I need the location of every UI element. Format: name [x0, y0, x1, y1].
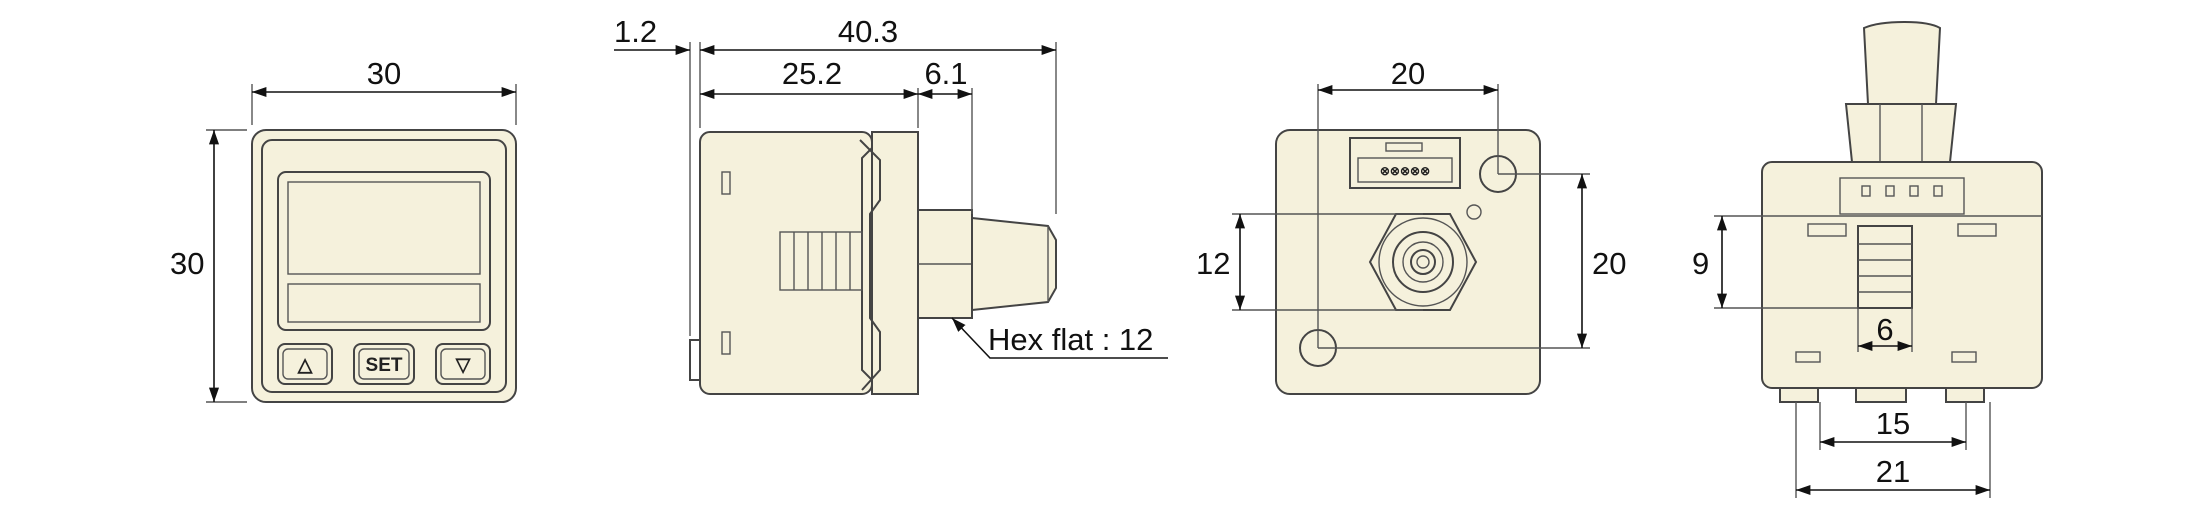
arrow-up-icon: △: [297, 355, 314, 376]
down-button[interactable]: ▽: [435, 343, 491, 385]
side-offset-label: 1.2: [614, 14, 657, 49]
bottom-pitch-label: 15: [1876, 406, 1910, 441]
bottom-height-label: 9: [1692, 246, 1709, 281]
svg-text:⊗⊗⊗⊗⊗: ⊗⊗⊗⊗⊗: [1380, 164, 1430, 178]
front-height-label: 30: [170, 246, 204, 281]
hex-fitting-icon: [917, 209, 1057, 319]
connector-icon: ⊗⊗⊗⊗⊗: [1349, 137, 1461, 189]
front-view: △ SET ▽ 30 30: [170, 56, 517, 403]
set-button[interactable]: SET: [353, 343, 415, 385]
bottom-slot: [1857, 225, 1913, 309]
side-view: 1.2 40.3 25.2 6.1 Hex flat : 12: [614, 14, 1168, 395]
bottom-view: 9 6 15 21: [1692, 20, 2043, 498]
hex-flat-label: Hex flat : 12: [988, 322, 1153, 357]
rear-left-label: 12: [1196, 246, 1230, 281]
side-overall-label: 40.3: [838, 14, 898, 49]
bottom-slot-label: 6: [1876, 312, 1893, 347]
bottom-span-label: 21: [1876, 454, 1910, 489]
side-vent-grille: [779, 231, 863, 291]
front-width-label: 30: [367, 56, 401, 91]
side-fitting-label: 6.1: [924, 56, 967, 91]
up-button[interactable]: △: [277, 343, 333, 385]
rear-right-label: 20: [1592, 246, 1626, 281]
arrow-down-icon: ▽: [455, 355, 472, 376]
side-body-label: 25.2: [782, 56, 842, 91]
port-fitting: [1368, 213, 1478, 311]
display-window: [277, 171, 491, 331]
rear-view: ⊗⊗⊗⊗⊗ 20 12 20: [1196, 56, 1626, 395]
rear-top-label: 20: [1391, 56, 1425, 91]
set-button-label: SET: [366, 355, 403, 376]
